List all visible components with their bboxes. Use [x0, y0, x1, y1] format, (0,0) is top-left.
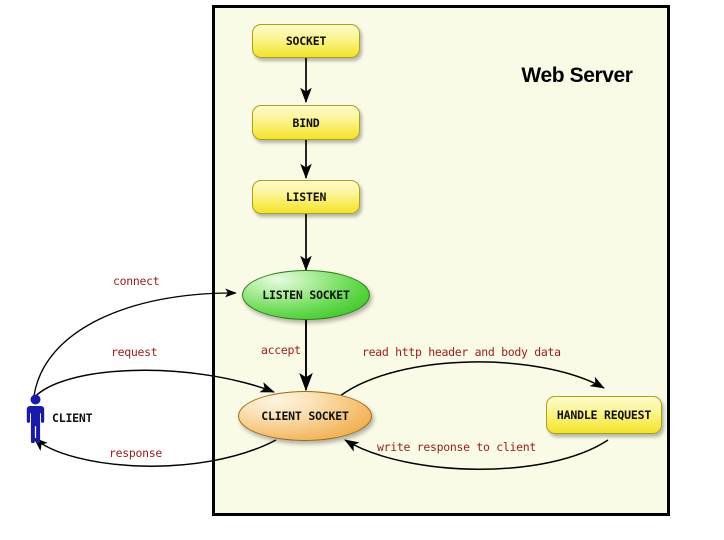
edge-label-response: response: [109, 446, 162, 460]
edge-label-accept: accept: [261, 343, 301, 357]
edge-label-request: request: [111, 345, 158, 359]
node-socket[interactable]: SOCKET: [252, 24, 360, 58]
node-client-socket[interactable]: CLIENT SOCKET: [238, 391, 372, 441]
edge-label-read-http: read http header and body data: [362, 345, 561, 359]
node-bind-label: BIND: [292, 115, 320, 130]
node-handle-request-label: HANDLE REQUEST: [556, 408, 652, 422]
edge-client-socket-to-handle-request: [339, 361, 605, 397]
person-icon: [26, 394, 45, 443]
edge-client-socket-to-client: [33, 437, 277, 467]
node-listen-label: LISTEN: [285, 190, 327, 204]
web-server-title: Web Server: [521, 64, 633, 87]
node-listen-socket[interactable]: LISTEN SOCKET: [242, 270, 370, 320]
node-handle-request[interactable]: HANDLE REQUEST: [546, 396, 662, 434]
node-bind[interactable]: BIND: [252, 105, 360, 140]
edge-client-to-client-socket: [31, 369, 275, 401]
edge-label-write-response: write response to client: [377, 440, 536, 454]
node-listen-socket-label: LISTEN SOCKET: [262, 288, 350, 302]
node-listen[interactable]: LISTEN: [252, 180, 360, 214]
client-actor-label: CLIENT: [52, 411, 93, 425]
edge-client-to-listen-socket: [33, 288, 237, 397]
edge-handle-request-to-client-socket: [344, 439, 609, 470]
node-socket-label: SOCKET: [285, 34, 327, 48]
edge-label-connect: connect: [113, 274, 160, 288]
node-client-socket-label: CLIENT SOCKET: [261, 409, 349, 423]
